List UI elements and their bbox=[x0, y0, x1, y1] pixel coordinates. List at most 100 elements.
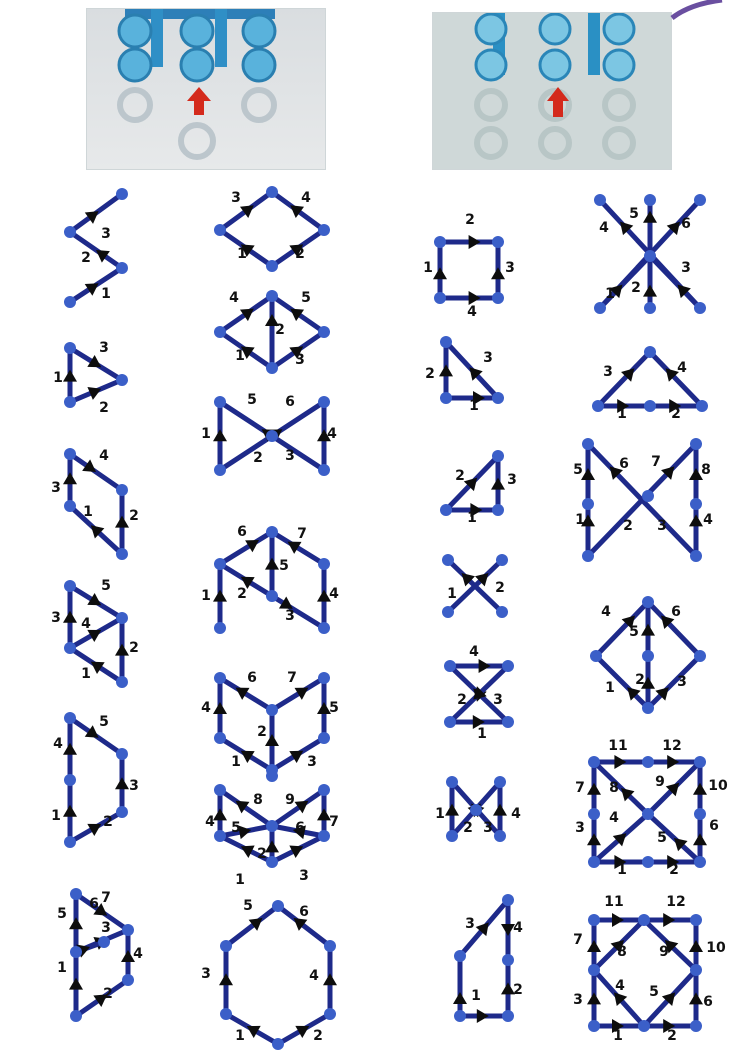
peg-node bbox=[64, 342, 76, 354]
peg-node bbox=[214, 558, 226, 570]
edge bbox=[220, 790, 272, 826]
diagram-hexagon-6: 123456 bbox=[201, 898, 337, 1050]
arrow-head-icon bbox=[323, 973, 337, 985]
diagram-diamond-4: 1234 bbox=[214, 186, 330, 272]
diagram-bowtie-8: 12345678 bbox=[573, 438, 713, 562]
peg-node bbox=[642, 702, 654, 714]
step-label: 1 bbox=[201, 426, 211, 442]
peg-node bbox=[98, 936, 110, 948]
step-label: 1 bbox=[237, 246, 247, 262]
step-label: 6 bbox=[703, 994, 713, 1010]
step-label: 3 bbox=[573, 992, 583, 1008]
peg-node bbox=[496, 606, 508, 618]
step-label: 6 bbox=[247, 670, 257, 686]
arrow-head-icon bbox=[693, 783, 707, 795]
diagram-house-7: 1234567 bbox=[57, 888, 143, 1022]
step-label: 1 bbox=[235, 1028, 245, 1044]
step-label: 4 bbox=[677, 360, 687, 376]
step-label: 3 bbox=[129, 778, 139, 794]
peg-node bbox=[444, 660, 456, 672]
peg-node bbox=[116, 548, 128, 560]
step-label: 4 bbox=[469, 644, 479, 660]
step-label: 3 bbox=[483, 350, 493, 366]
peg-node bbox=[696, 400, 708, 412]
peg-node bbox=[690, 914, 702, 926]
peg-node bbox=[590, 650, 602, 662]
peg-node bbox=[318, 558, 330, 570]
peg-node bbox=[64, 226, 76, 238]
peg-node bbox=[318, 464, 330, 476]
step-label: 8 bbox=[617, 944, 627, 960]
step-label: 3 bbox=[505, 260, 515, 276]
arrow-head-icon bbox=[689, 514, 703, 526]
peg-node bbox=[116, 262, 128, 274]
step-label: 3 bbox=[493, 692, 503, 708]
diagram-chevron-7: 1234567 bbox=[201, 670, 339, 776]
step-label: 1 bbox=[201, 588, 211, 604]
step-label: 9 bbox=[655, 774, 665, 790]
step-label: 3 bbox=[231, 190, 241, 206]
step-label: 1 bbox=[617, 862, 627, 878]
step-label: 5 bbox=[99, 714, 109, 730]
step-label: 7 bbox=[287, 670, 297, 686]
peg-node bbox=[588, 1020, 600, 1032]
peg-node bbox=[318, 224, 330, 236]
step-label: 1 bbox=[575, 512, 585, 528]
arrow-head-icon bbox=[469, 291, 481, 305]
step-label: 3 bbox=[507, 472, 517, 488]
step-label: 7 bbox=[573, 932, 583, 948]
arrow-head-icon bbox=[493, 804, 507, 816]
peg-node bbox=[116, 188, 128, 200]
diagram-diamond-split-5: 12345 bbox=[214, 290, 330, 374]
diagram-hourglass-4: 1234 bbox=[444, 644, 514, 742]
step-label: 1 bbox=[423, 260, 433, 276]
step-label: 2 bbox=[635, 672, 645, 688]
step-label: 2 bbox=[631, 280, 641, 296]
arrow-head-icon bbox=[477, 1009, 489, 1023]
step-label: 6 bbox=[237, 524, 247, 540]
arrow-head-icon bbox=[614, 755, 626, 769]
step-label: 4 bbox=[229, 290, 239, 306]
peg-node bbox=[272, 1038, 284, 1050]
step-label: 4 bbox=[511, 806, 521, 822]
peg-node bbox=[266, 820, 278, 832]
step-label: 4 bbox=[467, 304, 477, 320]
peg-node bbox=[318, 622, 330, 634]
step-label: 6 bbox=[295, 820, 305, 836]
step-label: 2 bbox=[253, 450, 263, 466]
peg-node bbox=[502, 716, 514, 728]
step-label: 4 bbox=[133, 946, 143, 962]
peg-node bbox=[64, 712, 76, 724]
arrow-head-icon bbox=[491, 478, 505, 490]
diagram-triangle-3: 123 bbox=[53, 340, 128, 416]
arrow-head-icon bbox=[439, 364, 453, 376]
step-label: 4 bbox=[205, 814, 215, 830]
edge bbox=[648, 656, 700, 708]
peg-node bbox=[694, 194, 706, 206]
step-label: 5 bbox=[573, 462, 583, 478]
step-label: 6 bbox=[709, 818, 719, 834]
arrow-head-icon bbox=[115, 644, 129, 656]
peg-node bbox=[318, 672, 330, 684]
step-label: 7 bbox=[329, 814, 339, 830]
peg-node bbox=[266, 526, 278, 538]
step-label: 10 bbox=[708, 778, 728, 794]
peg-node bbox=[444, 716, 456, 728]
peg-node bbox=[214, 672, 226, 684]
peg-node bbox=[494, 830, 506, 842]
step-label: 3 bbox=[285, 608, 295, 624]
peg-node bbox=[446, 830, 458, 842]
peg-node bbox=[494, 776, 506, 788]
step-label: 1 bbox=[83, 504, 93, 520]
step-label: 5 bbox=[649, 984, 659, 1000]
step-label: 2 bbox=[103, 986, 113, 1002]
step-label: 2 bbox=[103, 814, 113, 830]
peg-node bbox=[440, 336, 452, 348]
step-label: 2 bbox=[129, 508, 139, 524]
step-label: 3 bbox=[295, 352, 305, 368]
step-label: 5 bbox=[329, 700, 339, 716]
peg-node bbox=[694, 856, 706, 868]
step-label: 4 bbox=[327, 426, 337, 442]
